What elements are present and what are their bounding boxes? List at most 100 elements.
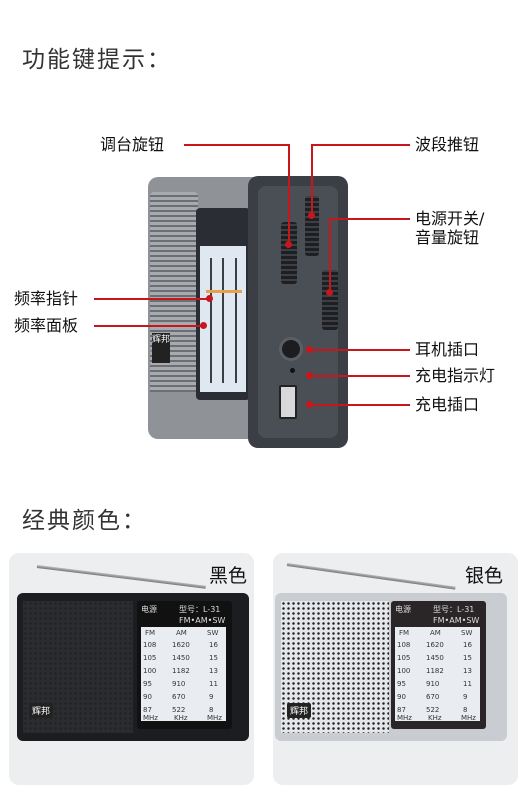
- callout-power-volume: 电源开关/ 音量旋钮: [415, 209, 485, 247]
- silver-label: 银色: [465, 565, 504, 587]
- black-label: 黑色: [209, 565, 248, 587]
- leader-charge-port: [310, 404, 410, 406]
- frequency-pointer: [206, 290, 242, 293]
- callout-freq-pointer: 频率指针: [14, 289, 79, 308]
- leader-freq-panel: [94, 325, 204, 327]
- fm-tick: 108: [397, 641, 411, 649]
- sw-tick: 16: [209, 641, 218, 649]
- band-fm: FM: [145, 629, 156, 637]
- sw-unit: MHz: [461, 714, 476, 722]
- sw-tick: 13: [209, 667, 218, 675]
- dot-band-switch: [308, 212, 315, 219]
- callout-band-switch: 波段推钮: [415, 135, 480, 154]
- band-strip: FM•AM•SW: [179, 616, 226, 625]
- am-tick: 1620: [426, 641, 444, 649]
- callout-charge-led: 充电指示灯: [415, 366, 496, 385]
- sw-scale-line: [235, 258, 237, 383]
- leader-tuning-knob-h: [184, 144, 290, 146]
- am-tick: 910: [426, 680, 440, 688]
- sw-tick: 16: [463, 641, 472, 649]
- power-label: 电源: [141, 605, 157, 614]
- sw-tick: 11: [209, 680, 218, 688]
- fm-tick: 87: [397, 706, 406, 714]
- dot-freq-panel: [200, 322, 207, 329]
- sw-tick: 13: [463, 667, 472, 675]
- function-keys-heading: 功能键提示：: [22, 47, 172, 73]
- dot-freq-pointer: [206, 295, 213, 302]
- sw-unit: MHz: [207, 714, 222, 722]
- fm-tick: 90: [143, 693, 152, 701]
- callout-freq-panel: 频率面板: [14, 316, 79, 335]
- am-tick: 1450: [172, 654, 190, 662]
- leader-freq-pointer: [94, 298, 210, 300]
- fm-tick: 90: [397, 693, 406, 701]
- band-fm: FM: [399, 629, 410, 637]
- fm-tick: 95: [143, 680, 152, 688]
- antenna: [36, 565, 206, 589]
- band-am: AM: [430, 629, 441, 637]
- leader-band-switch-v: [311, 144, 313, 214]
- frequency-panel-black: [141, 627, 226, 721]
- dot-power-volume: [326, 289, 333, 296]
- am-tick: 1182: [426, 667, 444, 675]
- am-unit: KHz: [174, 714, 188, 722]
- dot-earphone-jack: [306, 346, 313, 353]
- earphone-jack[interactable]: [279, 337, 303, 361]
- am-unit: KHz: [428, 714, 442, 722]
- leader-band-switch-h: [312, 144, 410, 146]
- am-tick: 670: [426, 693, 440, 701]
- callout-tuning-knob: 调台旋钮: [100, 135, 165, 154]
- sw-tick: 8: [209, 706, 214, 714]
- fm-unit: MHz: [143, 714, 158, 722]
- brand-plate: 辉邦: [152, 333, 170, 363]
- fm-unit: MHz: [397, 714, 412, 722]
- power-label: 电源: [395, 605, 411, 614]
- band-strip: FM•AM•SW: [433, 616, 480, 625]
- am-tick: 1182: [172, 667, 190, 675]
- sw-tick: 15: [209, 654, 218, 662]
- leader-earphone-jack: [310, 349, 410, 351]
- fm-tick: 100: [143, 667, 157, 675]
- leader-charge-led: [310, 375, 410, 377]
- callout-earphone-jack: 耳机插口: [415, 340, 480, 359]
- am-tick: 1620: [172, 641, 190, 649]
- band-am: AM: [176, 629, 187, 637]
- leader-power-volume-h: [330, 218, 410, 220]
- sw-tick: 11: [463, 680, 472, 688]
- band-sw: SW: [207, 629, 219, 637]
- am-tick: 522: [172, 706, 186, 714]
- sw-tick: 8: [463, 706, 468, 714]
- leader-power-volume-v: [329, 218, 331, 292]
- fm-tick: 95: [397, 680, 406, 688]
- am-tick: 522: [426, 706, 440, 714]
- sw-tick: 15: [463, 654, 472, 662]
- band-switch[interactable]: [305, 196, 319, 256]
- am-tick: 910: [172, 680, 186, 688]
- am-tick: 670: [172, 693, 186, 701]
- tuning-knob[interactable]: [281, 222, 297, 284]
- sw-tick: 9: [209, 693, 214, 701]
- model-label: 型号：L-31: [179, 605, 221, 614]
- callout-charge-port: 充电插口: [415, 395, 480, 414]
- dot-charge-port: [306, 401, 313, 408]
- model-label: 型号：L-31: [433, 605, 475, 614]
- frequency-panel-silver: [395, 627, 480, 721]
- fm-tick: 87: [143, 706, 152, 714]
- antenna: [286, 563, 456, 590]
- dot-charge-led: [306, 372, 313, 379]
- sw-tick: 9: [463, 693, 468, 701]
- speaker-grille: [150, 192, 198, 352]
- band-sw: SW: [461, 629, 473, 637]
- am-tick: 1450: [426, 654, 444, 662]
- fm-tick: 105: [397, 654, 411, 662]
- brand-logo-black: 辉邦: [29, 703, 54, 718]
- charge-port[interactable]: [279, 385, 297, 419]
- power-volume-knob[interactable]: [322, 270, 338, 330]
- fm-scale-line: [210, 258, 212, 383]
- leader-tuning-knob-v: [288, 144, 290, 244]
- classic-colors-heading: 经典颜色：: [22, 508, 147, 534]
- fm-tick: 108: [143, 641, 157, 649]
- charge-led: [290, 368, 295, 373]
- color-card-silver: 银色 电源 型号：L-31 FM•AM•SW FM AM SW 108 105 …: [273, 553, 518, 785]
- brand-logo-silver: 辉邦: [287, 703, 312, 718]
